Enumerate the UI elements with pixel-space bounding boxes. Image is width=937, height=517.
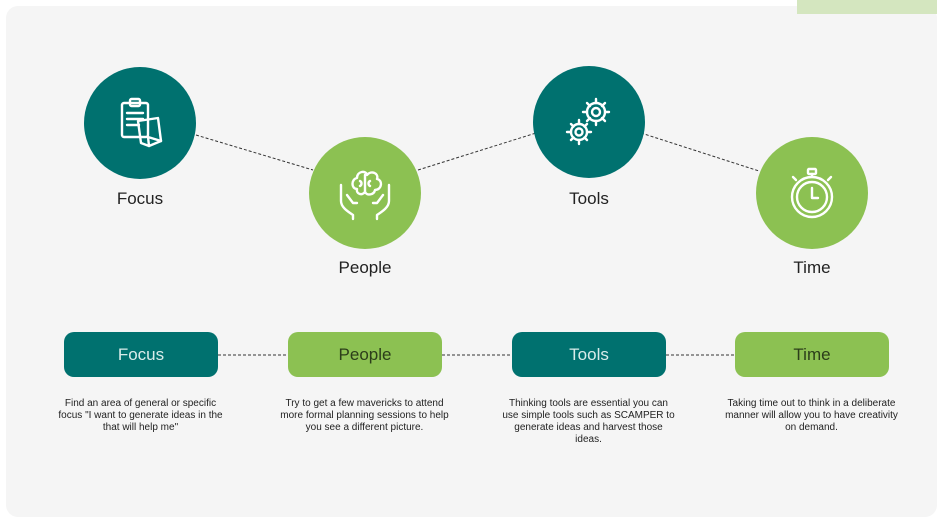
people-circle <box>309 137 421 249</box>
connector-tools-time <box>640 132 760 172</box>
connector-people-tools <box>417 132 537 171</box>
connector-focus-people <box>195 134 314 171</box>
focus-circle <box>84 67 196 179</box>
notes-icon <box>120 97 163 148</box>
focus-circle-label: Focus <box>116 189 164 208</box>
tools-description: Thinking tools are essential you can use… <box>502 398 675 445</box>
time-circle-label: Time <box>793 258 831 277</box>
time-pill: Time <box>735 332 889 377</box>
focus-description: Find an area of general or specific focu… <box>58 398 223 433</box>
time-circle <box>756 137 868 249</box>
tools-pill: Tools <box>512 332 666 377</box>
tools-circle <box>533 66 645 178</box>
corner-accent <box>797 0 937 14</box>
stopwatch-icon <box>790 167 834 219</box>
focus-pill: Focus <box>64 332 218 377</box>
people-pill: People <box>288 332 442 377</box>
people-circle-label: People <box>338 258 392 277</box>
people-description: Try to get a few mavericks to attend mor… <box>280 398 449 433</box>
time-description: Taking time out to think in a deliberate… <box>725 398 898 433</box>
brain-in-hands-icon <box>339 170 391 221</box>
tools-circle-label: Tools <box>569 189 609 208</box>
gears-icon <box>565 97 611 146</box>
